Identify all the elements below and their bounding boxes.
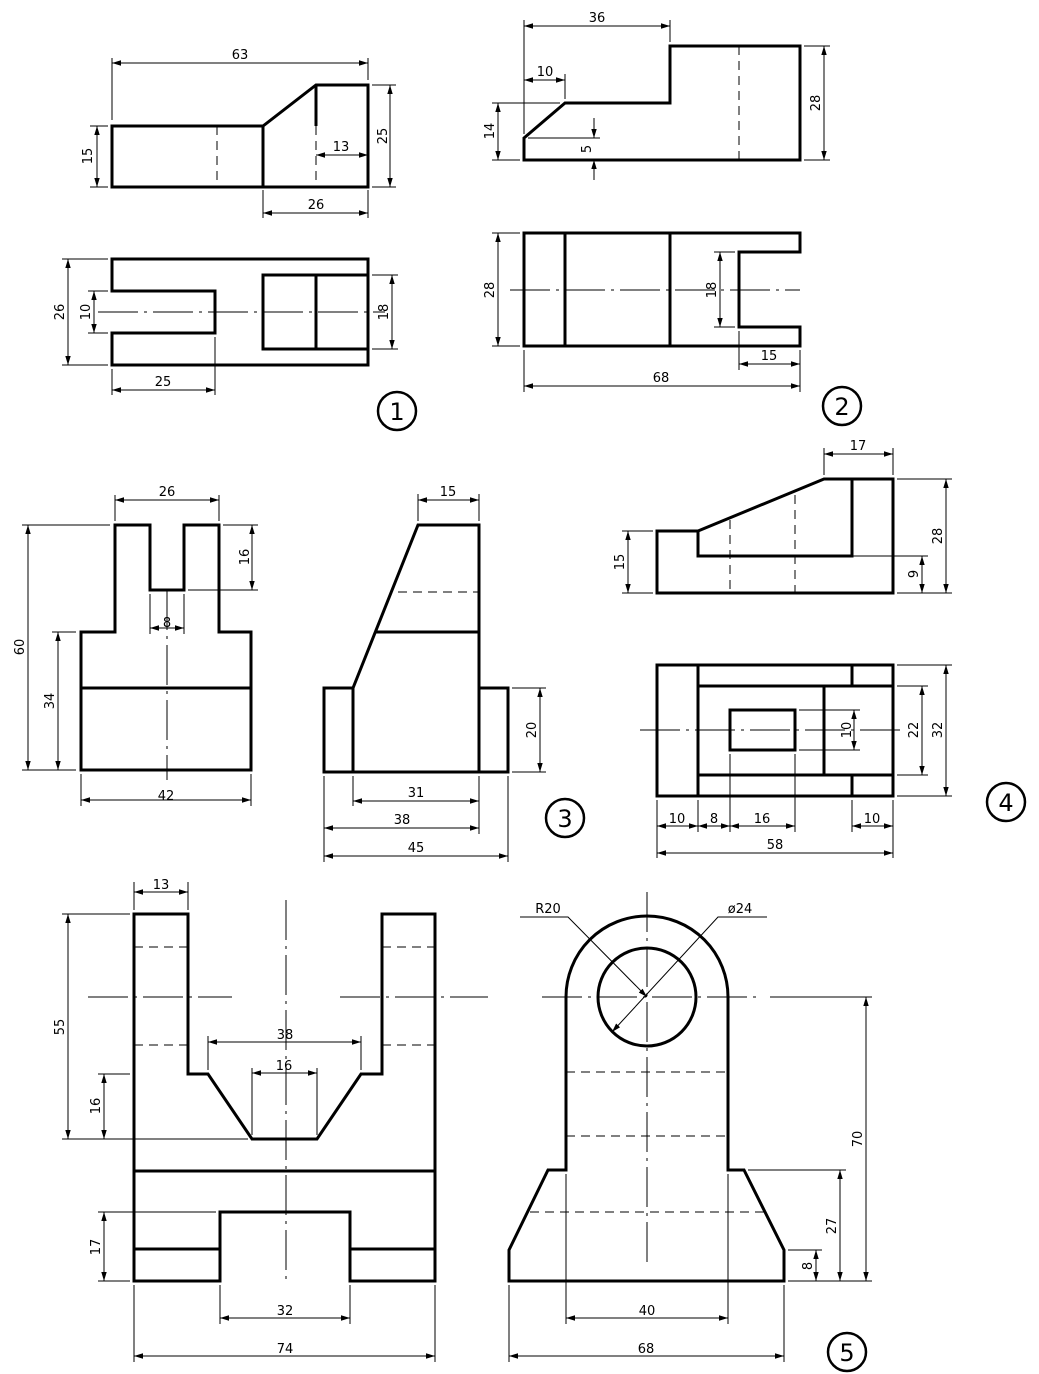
- drawing-number: 4: [998, 789, 1013, 817]
- dimension-text: 31: [408, 786, 425, 801]
- drawing-5: 13 55 16 38 16 17 32 74 R20 ø24: [53, 878, 872, 1373]
- radius-leader: [520, 916, 648, 998]
- dimension-text: 15: [81, 148, 96, 165]
- dimension-text: 38: [277, 1028, 294, 1043]
- dimension-text: 20: [525, 722, 540, 739]
- dimension-text: 26: [53, 304, 68, 321]
- drawing-number-circle: [821, 385, 863, 427]
- drawing-2: 36 10 14 5 28 28 18 15 68 2: [483, 11, 863, 427]
- dimension-text: 16: [89, 1098, 104, 1115]
- dimension-text: 36: [589, 11, 606, 26]
- dimension-text: 27: [825, 1218, 840, 1235]
- dimension-text: 14: [483, 123, 498, 140]
- dimension-text: 16: [276, 1059, 293, 1074]
- drawing-number: 1: [389, 398, 404, 426]
- dimension-text: 15: [613, 554, 628, 571]
- part2-top-outline: [522, 231, 802, 348]
- dimension-text: 16: [238, 549, 253, 566]
- dimension-text: 28: [809, 95, 824, 112]
- dimension-text: 8: [710, 812, 718, 827]
- dimension-text: 40: [639, 1304, 656, 1319]
- dimension-text: 68: [638, 1342, 655, 1357]
- dimension-text: 8: [163, 616, 171, 631]
- dimension-text: 10: [669, 812, 686, 827]
- dimension-text: 32: [277, 1304, 294, 1319]
- part4-front-outline: [655, 477, 895, 595]
- dimension-text: 13: [153, 878, 170, 893]
- dimension-text: 32: [931, 722, 946, 739]
- dimension-text: 13: [333, 140, 350, 155]
- part3-front-outline: [79, 523, 253, 772]
- drawing-number-circle: [544, 797, 586, 839]
- dimension-text: 10: [840, 722, 855, 739]
- dimension-text: 5: [580, 145, 595, 153]
- dimension-text: 74: [277, 1342, 294, 1357]
- part5-side-outline: [507, 914, 786, 1283]
- drawing-number-circle: [376, 390, 418, 432]
- dimension-text: 15: [761, 349, 778, 364]
- dimension-text: 42: [158, 789, 175, 804]
- dimension-text: 18: [705, 282, 720, 299]
- drawing-number: 2: [834, 393, 849, 421]
- dimension-text: 68: [653, 371, 670, 386]
- dimension-text: 70: [851, 1131, 866, 1148]
- dimension-text: 28: [483, 282, 498, 299]
- dimension-text: 17: [850, 439, 867, 454]
- dimension-text: 8: [801, 1262, 816, 1270]
- dimension-text: 10: [537, 65, 554, 80]
- dimension-text: 25: [155, 375, 172, 390]
- dimension-text: 26: [308, 198, 325, 213]
- dimension-text: 34: [43, 693, 58, 710]
- drawing-1: 63 15 25 13 26 26 10 18 25 1: [53, 48, 418, 432]
- dimension-text: 22: [907, 722, 922, 739]
- dimension-text: 28: [931, 528, 946, 545]
- drawing-number: 5: [839, 1339, 854, 1367]
- drawing-4: 17 15 28 9 32 22 10 10 8 1: [613, 439, 1027, 858]
- dimension-text: 26: [159, 485, 176, 500]
- part5-front-outline: [132, 912, 437, 1283]
- dimension-text: 10: [79, 304, 94, 321]
- dimension-text: 45: [408, 841, 425, 856]
- dimension-text: 9: [907, 570, 922, 578]
- drawing-number-circle: [826, 1331, 868, 1373]
- part1-front-outline: [110, 83, 370, 189]
- drawing-number: 3: [557, 805, 572, 833]
- part2-front-outline: [522, 44, 802, 162]
- dimension-text: 63: [232, 48, 249, 63]
- dimension-text: 16: [754, 812, 771, 827]
- dimension-text: 18: [377, 304, 392, 321]
- dimension-text: 60: [13, 639, 28, 656]
- diameter-leader: [611, 916, 767, 1033]
- dimension-text: R20: [535, 902, 561, 917]
- dimension-text: 15: [440, 485, 457, 500]
- dimension-text: 58: [767, 838, 784, 853]
- dimension-text: 55: [53, 1019, 68, 1036]
- dimension-text: 25: [376, 128, 391, 145]
- dimension-text: 17: [89, 1239, 104, 1256]
- dimension-text: 10: [864, 812, 881, 827]
- drawing-number-circle: [985, 781, 1027, 823]
- part4-front-ramp: [697, 477, 852, 533]
- dimension-text: ø24: [728, 902, 753, 917]
- drawing-3: 26 60 34 16 8 42 15 20 31 38: [13, 485, 586, 862]
- dimension-text: 38: [394, 813, 411, 828]
